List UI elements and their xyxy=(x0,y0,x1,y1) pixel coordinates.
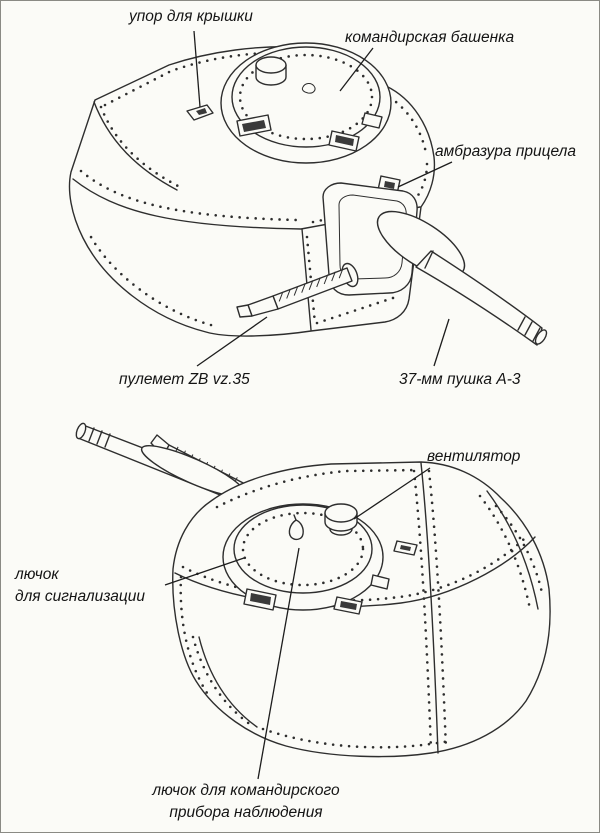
label-gun: 37-мм пушка А-3 xyxy=(399,371,521,388)
label-sight-port: амбразура прицела xyxy=(435,143,576,160)
label-observation-hatch-line1: лючок для командирского xyxy=(152,782,340,799)
machine-gun xyxy=(236,262,359,318)
leader-lines xyxy=(164,30,453,780)
label-machine-gun: пулемет ZB vz.35 xyxy=(119,371,250,388)
label-signal-hatch-line2: для сигнализации xyxy=(15,588,146,605)
label-ventilator: вентилятор xyxy=(427,448,521,465)
leader-sight-port xyxy=(397,161,453,188)
turret-rear-view-drawing xyxy=(75,422,551,758)
rivet-rows-bottom-figure xyxy=(179,468,544,751)
label-cupola: командирская башенка xyxy=(345,29,515,46)
label-observation-hatch: лючок для командирского прибора наблюден… xyxy=(123,780,369,824)
leader-ventilator xyxy=(353,467,431,520)
commander-cupola xyxy=(220,42,392,164)
key-slot xyxy=(301,83,316,94)
ventilator-cap xyxy=(324,503,358,536)
label-signal-hatch: лючок для сигнализации xyxy=(15,564,145,608)
cupola-rear xyxy=(222,503,390,615)
leader-lid-stop xyxy=(193,30,201,108)
leader-gun xyxy=(433,318,450,367)
leader-cupola xyxy=(339,47,374,92)
hatch-clasp xyxy=(370,574,390,590)
roof-bracket xyxy=(393,540,418,556)
label-observation-hatch-line2: прибора наблюдения xyxy=(169,804,323,821)
gun-barrel xyxy=(376,210,548,346)
turret-front-view-drawing xyxy=(68,42,548,346)
lid-stop-bracket xyxy=(186,104,214,121)
leader-signal-hatch xyxy=(164,557,245,586)
signal-port-plug xyxy=(288,514,304,541)
leader-machine-gun xyxy=(196,316,268,367)
hatch-clasp xyxy=(361,112,383,129)
label-signal-hatch-line1: лючок xyxy=(15,566,59,583)
leader-observation-hatch xyxy=(257,547,300,780)
turret-body-rear xyxy=(172,461,551,758)
label-lid-stop: упор для крышки xyxy=(129,8,253,25)
